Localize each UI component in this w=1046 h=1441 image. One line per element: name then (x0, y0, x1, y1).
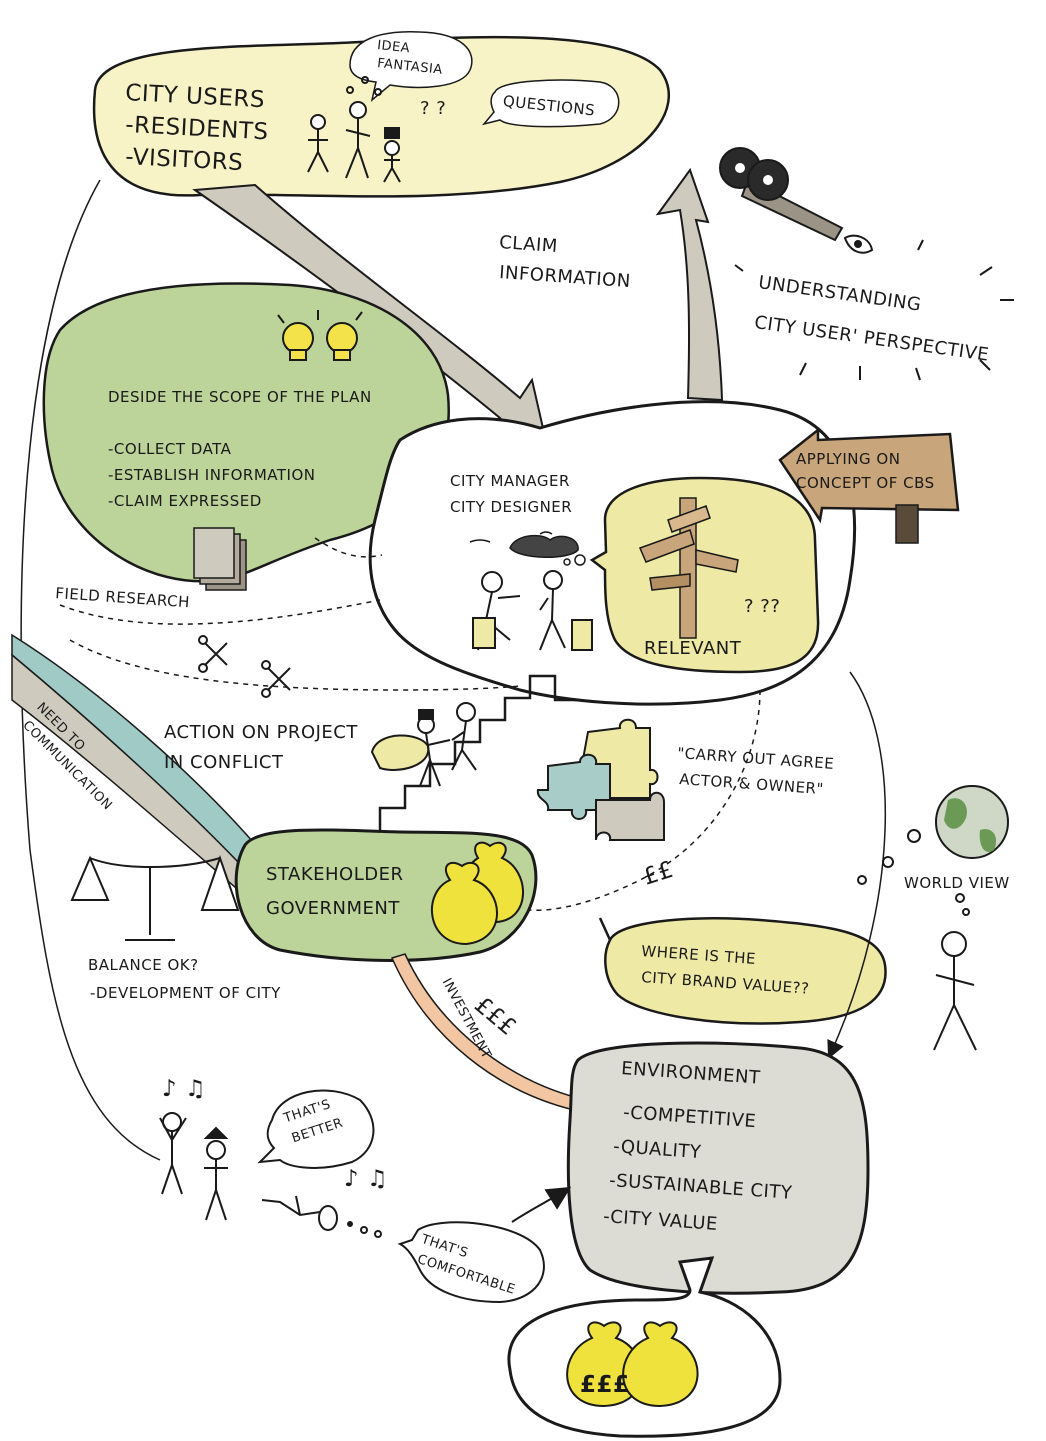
relevant-bubble (589, 476, 820, 674)
puzzle-icon (536, 718, 665, 841)
scissors-icon (198, 635, 291, 698)
fantasia-label: FANTASIA (376, 56, 444, 78)
carry-out-line1: "CARRY OUT AGREE (676, 744, 835, 773)
city-users-figures (307, 76, 401, 183)
questions-bubble (481, 79, 620, 128)
pounds-small-symbols: ££ (640, 856, 677, 891)
questions-label: QUESTIONS (502, 92, 596, 120)
scope-item-establish: -ESTABLISH INFORMATION (108, 466, 316, 484)
scope-title: DESIDE THE SCOPE OF THE PLAN (108, 388, 372, 406)
happy-figures (159, 1112, 382, 1238)
city-users-blob (92, 35, 671, 198)
environment-item-competitive: -COMPETITIVE (622, 1102, 757, 1133)
understanding-line2: CITY USER' PERSPECTIVE (753, 312, 991, 366)
relevant-question-marks: ? ?? (744, 596, 781, 617)
thought-dot (563, 558, 571, 566)
balance-line2: -DEVELOPMENT OF CITY (90, 984, 281, 1002)
money-bags-bottom-icon (566, 1321, 699, 1408)
music-notes-bottom: ♪ ♫ (344, 1166, 389, 1192)
better-bubble (257, 1089, 375, 1169)
thats-comfortable-line2: COMFORTABLE (415, 1252, 518, 1298)
scope-item-collect: -COLLECT DATA (108, 440, 232, 458)
question-marks: ? ? (420, 98, 447, 119)
world-view-figure (933, 931, 977, 1051)
claim-information-line1: CLAIM (498, 232, 559, 258)
environment-item-city-value: -CITY VALUE (602, 1206, 719, 1235)
pounds-bottom-symbols: £££ (580, 1372, 630, 1398)
brand-value-line1: WHERE IS THE (640, 942, 757, 968)
globe-icon (935, 785, 1009, 859)
applying-line2: CONCEPT OF CBS (796, 474, 935, 492)
understanding-arrow (655, 167, 724, 402)
city-users-item-visitors: -VISITORS (124, 144, 244, 177)
money-bags-icon (430, 841, 524, 946)
applying-line1: APPLYING ON (796, 450, 901, 468)
manager-line2: CITY DESIGNER (450, 498, 573, 516)
brand-value-line2: CITY BRAND VALUE?? (640, 968, 811, 998)
comfort-arrow (511, 1186, 572, 1223)
documents-icon (193, 527, 247, 591)
relevant-label: RELEVANT (644, 638, 742, 659)
environment-item-sustainable: -SUSTAINABLE CITY (608, 1170, 793, 1204)
action-line2: IN CONFLICT (164, 752, 284, 773)
understanding-line1: UNDERSTANDING (757, 272, 923, 316)
environment-item-quality: -QUALITY (612, 1136, 702, 1164)
lightbulb-icon (277, 310, 363, 361)
environment-blob (566, 1041, 870, 1295)
carry-out-line2: ACTOR & OWNER" (678, 770, 825, 799)
action-line1: ACTION ON PROJECT (164, 722, 358, 743)
manager-line1: CITY MANAGER (450, 472, 570, 490)
environment-title: ENVIRONMENT (620, 1058, 762, 1089)
balance-scale-icon (70, 854, 240, 941)
idea-label: IDEA (376, 38, 411, 57)
vision-rays (734, 239, 1014, 381)
applying-sign (778, 427, 960, 544)
comfortable-bubble (397, 1221, 545, 1304)
thought-cloud-icon (469, 531, 579, 558)
city-users-title: CITY USERS (124, 80, 266, 114)
stakeholder-line1: STAKEHOLDER (266, 864, 404, 885)
thought-dot (574, 554, 586, 566)
brand-value-bubble (598, 916, 887, 1025)
staircase (378, 674, 580, 830)
scope-item-claim: -CLAIM EXPRESSED (108, 492, 262, 510)
stakeholder-line2: GOVERNMENT (266, 898, 400, 919)
left-connector-line (20, 179, 161, 1161)
balance-line1: BALANCE OK? (88, 956, 199, 974)
field-research-label: FIELD RESEARCH (54, 584, 191, 612)
designer-figures (472, 570, 593, 651)
signpost-icon (638, 497, 739, 639)
claim-information-line2: INFORMATION (498, 262, 632, 293)
world-view-label: WORLD VIEW (904, 874, 1010, 892)
research-dashed-lines (59, 537, 761, 911)
stair-figures (370, 702, 477, 787)
idea-bubble (349, 31, 473, 102)
worldview-connector (827, 671, 887, 1060)
binoculars-icon (719, 147, 874, 254)
city-users-item-residents: -RESIDENTS (124, 112, 270, 146)
music-notes-top: ♪ ♫ (162, 1076, 207, 1102)
